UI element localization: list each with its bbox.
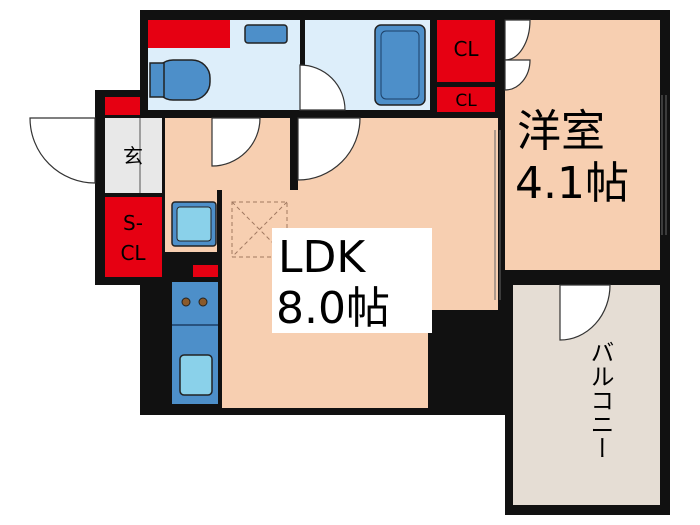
ldk-room-name: LDK <box>278 232 366 283</box>
kitchen-shelf <box>193 265 218 277</box>
toilet-door-swing <box>299 64 346 111</box>
entrance-label: 玄 <box>123 144 143 168</box>
ldk-room-size: 8.0帖 <box>276 283 390 334</box>
western-door-swing-2 <box>504 59 531 91</box>
ldk-label-bg <box>272 228 432 333</box>
bathtub-inner <box>380 30 420 100</box>
washing-machine-inner <box>176 206 212 242</box>
entrance-door-swing <box>29 117 96 184</box>
closet-bottom-label: CL <box>455 91 477 111</box>
toilet-tank <box>244 24 288 44</box>
western-room-floor <box>505 20 660 270</box>
closet-bottom <box>437 87 495 112</box>
closet-top-label: CL <box>453 37 479 61</box>
kitchen-sink <box>179 354 213 396</box>
structural-column <box>428 310 506 410</box>
bathtub <box>374 24 426 106</box>
shoe-closet-label-line2: CL <box>120 241 146 265</box>
doors <box>29 19 611 341</box>
western-room-name: 洋室 <box>517 106 605 157</box>
stove-burner-left <box>181 297 191 307</box>
balcony-label: バルコニー <box>586 340 614 460</box>
western-room-size: 4.1帖 <box>515 158 629 209</box>
shoe-closet-label-line1: S- <box>123 211 143 235</box>
entrance-closet-top <box>105 97 140 115</box>
stove-burner-right <box>198 297 208 307</box>
balcony-door-swing <box>559 284 611 341</box>
window-lines <box>494 95 667 300</box>
toilet-closet <box>148 20 230 48</box>
toilet-base <box>149 62 165 98</box>
ldk-door-swing <box>297 117 361 181</box>
corridor-door-swing <box>211 117 261 167</box>
closet-top <box>437 20 495 82</box>
entrance-floor <box>105 118 162 193</box>
shoe-closet <box>105 197 162 277</box>
